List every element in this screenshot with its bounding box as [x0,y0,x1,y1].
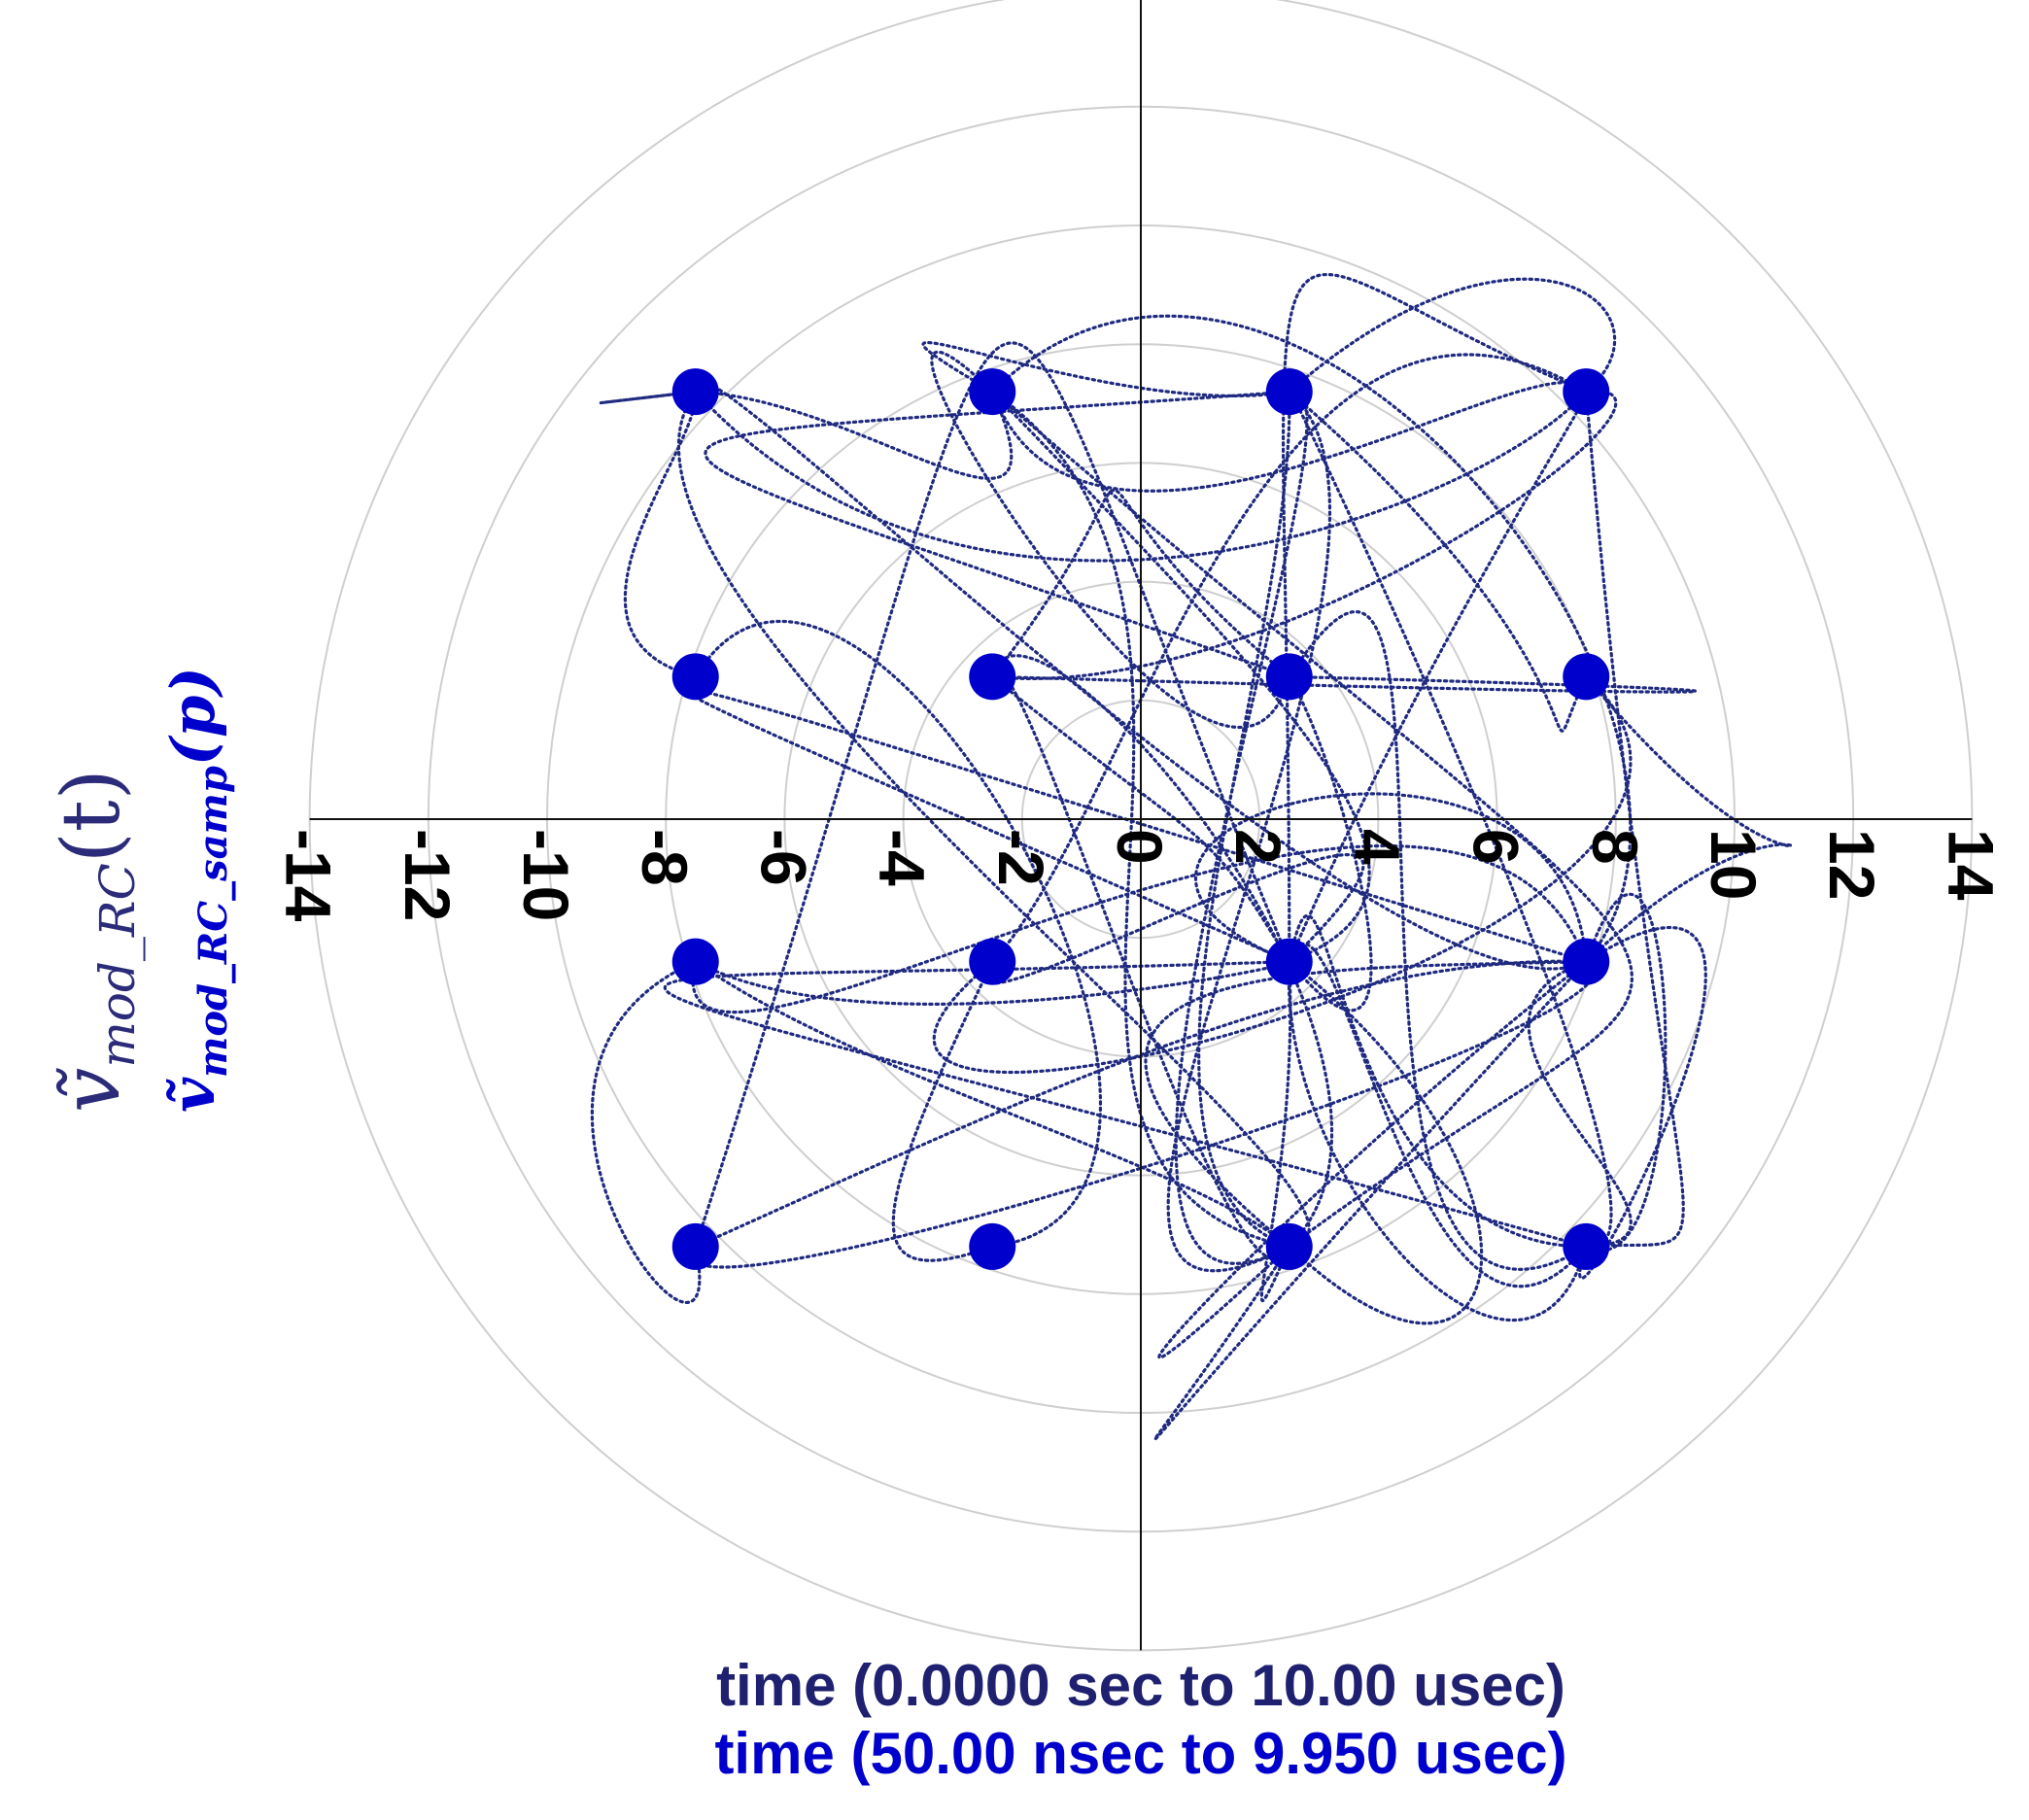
y-axis-label-group: ṽmod_RC(t) ṽmod_RC_samp(p) [46,667,236,1113]
y-axis-label-main-base: ṽ [46,1068,138,1113]
tick-label: -10 [510,829,582,921]
sample-point-marker [1265,1222,1313,1270]
sample-point-marker [671,938,719,985]
tick-label: -4 [867,829,939,886]
sample-point-marker [969,1222,1016,1270]
sample-point-marker [671,368,719,416]
y-axis-label-samp-base: ṽ [157,1077,228,1113]
axes [309,0,1973,1651]
tick-label: 10 [1698,829,1770,900]
tick-label: 4 [1341,829,1413,865]
y-axis-label-samp-subscript: mod_RC_samp [190,766,236,1078]
tick-label: 14 [1935,829,2007,901]
x-axis-label-2: time (50.00 nsec to 9.950 usec) [714,1721,1566,1786]
tick-label: 6 [1461,829,1532,865]
y-axis-label-samp-argument: (p) [157,667,228,766]
tick-label: 8 [1579,829,1651,865]
tick-label: 2 [1222,829,1294,865]
sample-point-marker [1563,938,1610,985]
sample-point-marker [671,1222,719,1270]
tick-label: -2 [985,829,1057,886]
sample-point-marker [969,938,1016,985]
y-axis-label-main-subscript: mod_RC [89,863,146,1067]
sample-point-marker [1563,1222,1610,1270]
sample-point-marker [1265,368,1313,416]
tick-labels: -14 -12 -10 -8 -6 -4 -2 0 2 4 6 8 10 12 14 [273,829,2008,922]
sample-point-marker [1563,653,1610,701]
y-axis-label-samp: ṽmod_RC_samp(p) [157,667,236,1113]
sample-point-marker [1265,938,1313,985]
tick-label: 12 [1816,829,1888,900]
sample-markers [671,368,1610,1270]
tick-label: -14 [273,829,345,922]
tick-label: -12 [392,829,464,921]
sample-point-marker [1563,368,1610,416]
y-axis-label-main-argument: (t) [46,769,138,863]
sample-point-marker [969,653,1016,701]
sample-point-marker [671,653,719,701]
x-axis-label-1: time (0.0000 sec to 10.00 usec) [716,1653,1565,1718]
sample-point-marker [969,368,1016,416]
y-axis-label-main: ṽmod_RC(t) [46,769,146,1113]
tick-label: 0 [1104,829,1176,865]
tick-label: -8 [629,829,701,886]
sample-point-marker [1265,653,1313,701]
tick-label: -6 [747,829,819,886]
